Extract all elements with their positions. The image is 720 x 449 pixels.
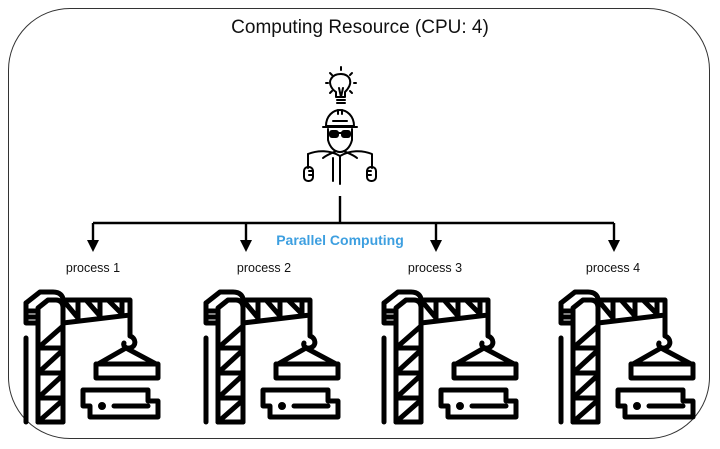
computing-resource-frame: [8, 8, 710, 439]
arrow-down-icon: [430, 240, 442, 252]
arrow-down-icon: [87, 240, 99, 252]
connector-tree: [91, 196, 616, 243]
process-2-crane-icon: [206, 292, 338, 422]
process-2-label: process 2: [236, 261, 292, 275]
process-4-label: process 4: [585, 261, 641, 275]
arrow-down-icon: [240, 240, 252, 252]
process-1-crane-icon: [26, 292, 158, 422]
parallel-computing-label: Parallel Computing: [276, 232, 404, 248]
process-3-label: process 3: [407, 261, 463, 275]
diagram-title: Computing Resource (CPU: 4): [231, 17, 489, 38]
lightbulb-icon: [325, 66, 357, 104]
process-3-crane-icon: [384, 292, 516, 422]
engineer-icon: [303, 109, 377, 185]
process-1-label: process 1: [65, 261, 121, 275]
arrow-down-icon: [608, 240, 620, 252]
arrowheads: [87, 240, 620, 252]
process-4-crane-icon: [561, 292, 693, 422]
